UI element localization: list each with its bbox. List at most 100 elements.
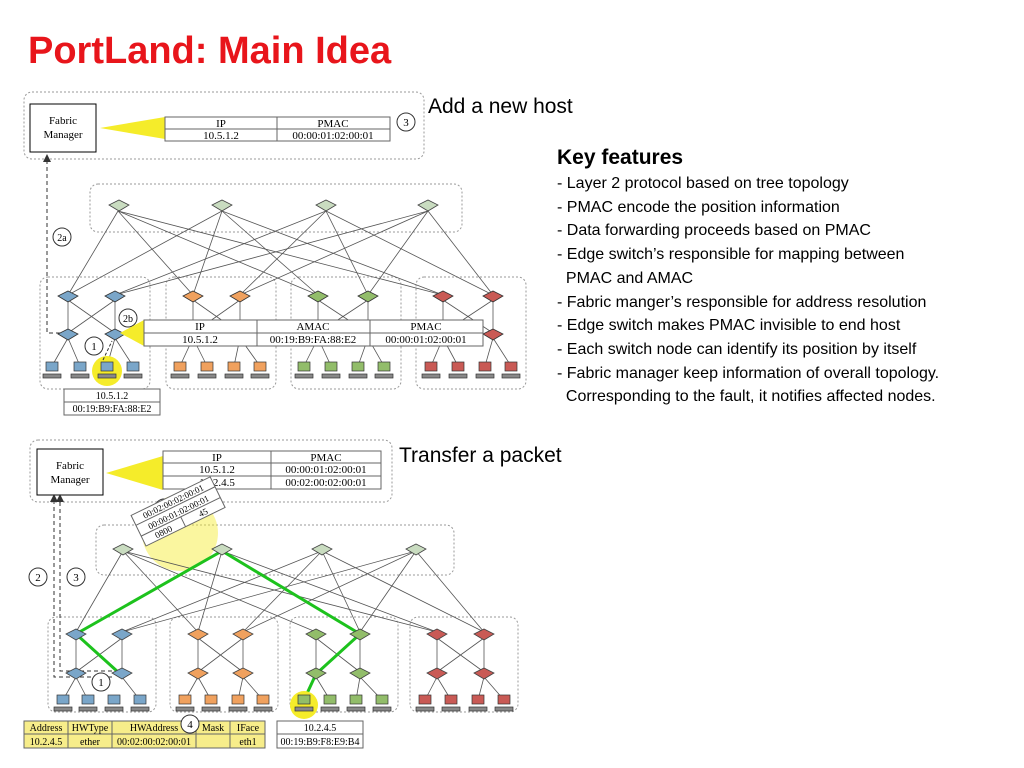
agg-switch-icon	[111, 628, 133, 641]
switch-table-header: PMAC	[410, 321, 441, 333]
fabric-manager-label: Manager	[50, 474, 89, 486]
fabric-manager-label: Fabric	[49, 115, 77, 127]
agg-switch-icon	[232, 628, 254, 641]
agg-switch-icon	[187, 628, 209, 641]
forwarding-path	[73, 549, 363, 701]
fm-table-header: PMAC	[317, 118, 348, 130]
slide-title: PortLand: Main Idea	[28, 30, 392, 72]
host-icon	[444, 694, 458, 705]
agg-switch-icon	[182, 290, 204, 303]
host-icon	[297, 694, 311, 705]
host-icon	[200, 361, 214, 372]
arp-table-header: HWType	[72, 723, 109, 734]
fabric-manager-box	[36, 448, 104, 496]
host-icon	[100, 361, 114, 372]
caption-transfer-packet: Transfer a packet	[399, 444, 562, 467]
fm-table-cell: 10.5.1.2	[199, 464, 235, 476]
key-feature-line: - Fabric manager keep information of ove…	[557, 364, 940, 382]
fm-table-header: PMAC	[310, 452, 341, 464]
arp-table-cell: 00:02:00:02:00:01	[117, 737, 191, 748]
highlight-beam	[100, 117, 165, 139]
host-icon	[126, 361, 140, 372]
edge-switch-icon	[305, 667, 327, 680]
step-badge: 1	[98, 677, 104, 689]
host-icon	[351, 361, 365, 372]
key-feature-line: - PMAC encode the position information	[557, 198, 840, 216]
arp-table-header: Address	[30, 723, 63, 734]
key-features: Key features - Layer 2 protocol based on…	[557, 144, 1017, 409]
key-feature-line: - Each switch node can identify its posi…	[557, 340, 917, 358]
host-icon	[133, 694, 147, 705]
fm-table-cell: 00:00:01:02:00:01	[292, 130, 373, 142]
step-badge: 4	[187, 719, 193, 731]
edge-switch-icon	[473, 667, 495, 680]
host-icon	[478, 361, 492, 372]
host-mac-label: 00:19:B9:FA:88:E2	[73, 404, 152, 415]
host-icon	[504, 361, 518, 372]
fm-table-header: IP	[212, 452, 222, 464]
agg-switch-icon	[229, 290, 251, 303]
key-feature-line: PMAC and AMAC	[557, 269, 694, 287]
host-icon	[253, 361, 267, 372]
core-switch-icon	[311, 543, 333, 556]
host-icon	[107, 694, 121, 705]
key-feature-line: - Data forwarding proceeds based on PMAC	[557, 222, 871, 240]
key-feature-line: - Edge switch’s responsible for mapping …	[557, 246, 905, 264]
host-icon	[349, 694, 363, 705]
agg-switch-icon	[473, 628, 495, 641]
host-icon	[497, 694, 511, 705]
step-badge: 3	[73, 572, 79, 584]
fm-table-cell: 00:00:01:02:00:01	[285, 464, 366, 476]
fm-table-cell: 10.5.1.2	[203, 130, 239, 142]
host-icon	[231, 694, 245, 705]
host-icon	[45, 361, 59, 372]
arp-table-header: HWAddress	[130, 723, 178, 734]
host-icon	[56, 694, 70, 705]
fm-table-cell: 00:02:00:02:00:01	[285, 477, 366, 489]
host-icon	[73, 361, 87, 372]
agg-switch-icon	[65, 628, 87, 641]
step-badge: 2a	[57, 233, 67, 244]
core-switch-icon	[405, 543, 427, 556]
agg-switch-icon	[482, 290, 504, 303]
dest-host-ip: 10.2.4.5	[304, 723, 337, 734]
agg-switch-icon	[305, 628, 327, 641]
key-feature-line: - Fabric manger’s responsible for addres…	[557, 293, 927, 311]
host-icon	[297, 361, 311, 372]
core-switch-icon	[112, 543, 134, 556]
core-switch-icon	[211, 199, 233, 212]
key-feature-line: - Layer 2 protocol based on tree topolog…	[557, 175, 849, 192]
fabric-manager-box	[29, 103, 97, 153]
caption-add-host: Add a new host	[428, 95, 573, 118]
arp-table-header: Mask	[202, 723, 224, 734]
switch-table-cell: 00:00:01:02:00:01	[385, 334, 466, 346]
host-icon	[227, 361, 241, 372]
core-switch-icon	[211, 543, 233, 556]
fabric-manager-label: Manager	[43, 129, 82, 141]
host-icon	[424, 361, 438, 372]
dest-host-mac: 00:19:B9:F8:E9:B4	[281, 737, 360, 748]
host-icon	[323, 694, 337, 705]
agg-switch-icon	[57, 290, 79, 303]
edge-switch-icon	[232, 667, 254, 680]
host-icon	[451, 361, 465, 372]
host-icon	[173, 361, 187, 372]
host-icon	[81, 694, 95, 705]
step-badge: 2	[35, 572, 41, 584]
host-icon	[377, 361, 391, 372]
host-icon	[324, 361, 338, 372]
edge-switch-icon	[57, 328, 79, 341]
host-icon	[256, 694, 270, 705]
host-icon	[418, 694, 432, 705]
key-feature-line: Corresponding to the fault, it notifies …	[557, 388, 936, 406]
host-ip-label: 10.5.1.2	[96, 391, 129, 402]
agg-switch-icon	[307, 290, 329, 303]
edge-switch-icon	[111, 667, 133, 680]
step-badge: 2b	[123, 314, 133, 325]
edge-switch-icon	[426, 667, 448, 680]
key-feature-line: - Edge switch makes PMAC invisible to en…	[557, 317, 901, 335]
key-features-heading: Key features	[557, 146, 684, 169]
host-icon	[375, 694, 389, 705]
arp-table-cell: eth1	[239, 737, 256, 748]
